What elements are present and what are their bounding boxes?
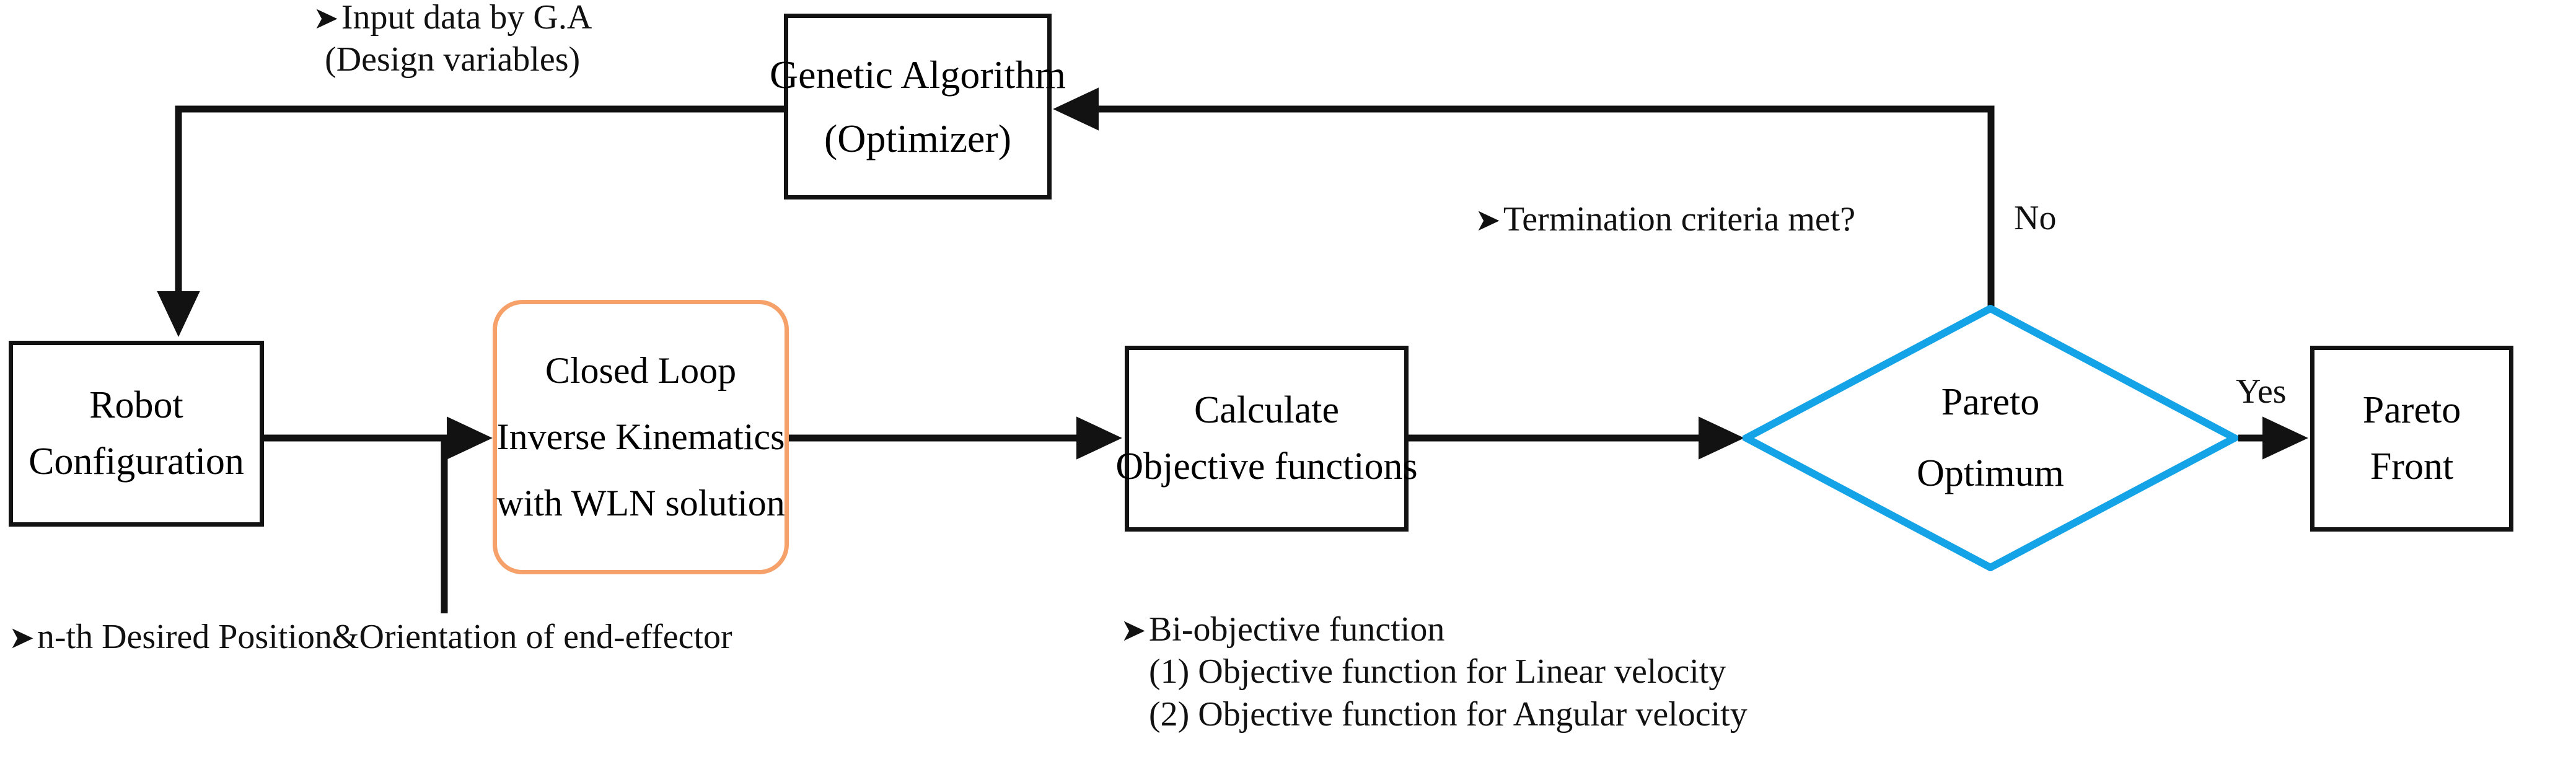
bullet-arrow-icon: ➤ <box>1120 613 1146 647</box>
edge-label-no: No <box>2014 199 2057 237</box>
node-genetic-algorithm[interactable]: Genetic Algorithm (Optimizer) <box>770 14 1066 199</box>
node-pareto-optimum[interactable]: Pareto Optimum <box>1743 305 2238 571</box>
node-clik-line-2: Inverse Kinematics <box>496 416 785 457</box>
bullet-arrow-icon: ➤ <box>1475 203 1501 237</box>
annotation-desired-pose: ➤n-th Desired Position&Orientation of en… <box>9 616 732 658</box>
annotation-bi-objective-line-2: (1) Objective function for Linear veloci… <box>1149 652 1726 691</box>
edge-ga-to-robot-config <box>157 105 784 337</box>
node-clik-line-3: with WLN solution <box>496 483 785 524</box>
node-pareto-optimum-line-2: Optimum <box>1917 452 2064 494</box>
node-genetic-algorithm-line-1: Genetic Algorithm <box>769 52 1066 97</box>
annotation-bi-objective-line-1: Bi-objective function <box>1148 610 1445 649</box>
node-robot-configuration-line-1: Robot <box>89 383 183 426</box>
node-pareto-front-line-2: Front <box>2370 445 2454 488</box>
pareto-optimum-shape <box>1743 305 2238 571</box>
annotation-bi-objective: ➤Bi-objective function (1) Objective fun… <box>1120 608 1747 735</box>
bullet-arrow-icon: ➤ <box>9 620 35 655</box>
node-genetic-algorithm-line-2: (Optimizer) <box>824 116 1012 160</box>
node-closed-loop-inverse-kinematics[interactable]: Closed Loop Inverse Kinematics with WLN … <box>493 300 789 574</box>
annotation-bi-objective-line-3: (2) Objective function for Angular veloc… <box>1149 695 1747 734</box>
node-robot-configuration-line-2: Configuration <box>29 440 244 483</box>
node-pareto-optimum-line-1: Pareto <box>1941 381 2040 423</box>
annotation-desired-pose-line-1: n-th Desired Position&Orientation of end… <box>37 618 732 656</box>
annotation-input-data: ➤Input data by G.A (Design variables) <box>313 0 592 81</box>
node-calculate-objective-functions[interactable]: Calculate Objective functions <box>1115 346 1418 532</box>
annotation-termination-criteria: ➤Termination criteria met? <box>1475 198 1855 240</box>
node-calculate-line-2: Objective functions <box>1115 445 1418 488</box>
node-clik-line-1: Closed Loop <box>545 350 737 391</box>
annotation-input-data-line-2: (Design variables) <box>325 40 581 79</box>
node-pareto-front[interactable]: Pareto Front <box>2310 346 2513 532</box>
annotation-termination-criteria-line-1: Termination criteria met? <box>1503 200 1856 239</box>
annotation-input-data-line-1: Input data by G.A <box>341 0 592 37</box>
node-calculate-line-1: Calculate <box>1193 388 1340 431</box>
edge-label-yes: Yes <box>2236 372 2287 411</box>
node-robot-configuration[interactable]: Robot Configuration <box>9 341 264 527</box>
bullet-arrow-icon: ➤ <box>313 1 339 35</box>
node-pareto-front-line-1: Pareto <box>2362 388 2461 431</box>
